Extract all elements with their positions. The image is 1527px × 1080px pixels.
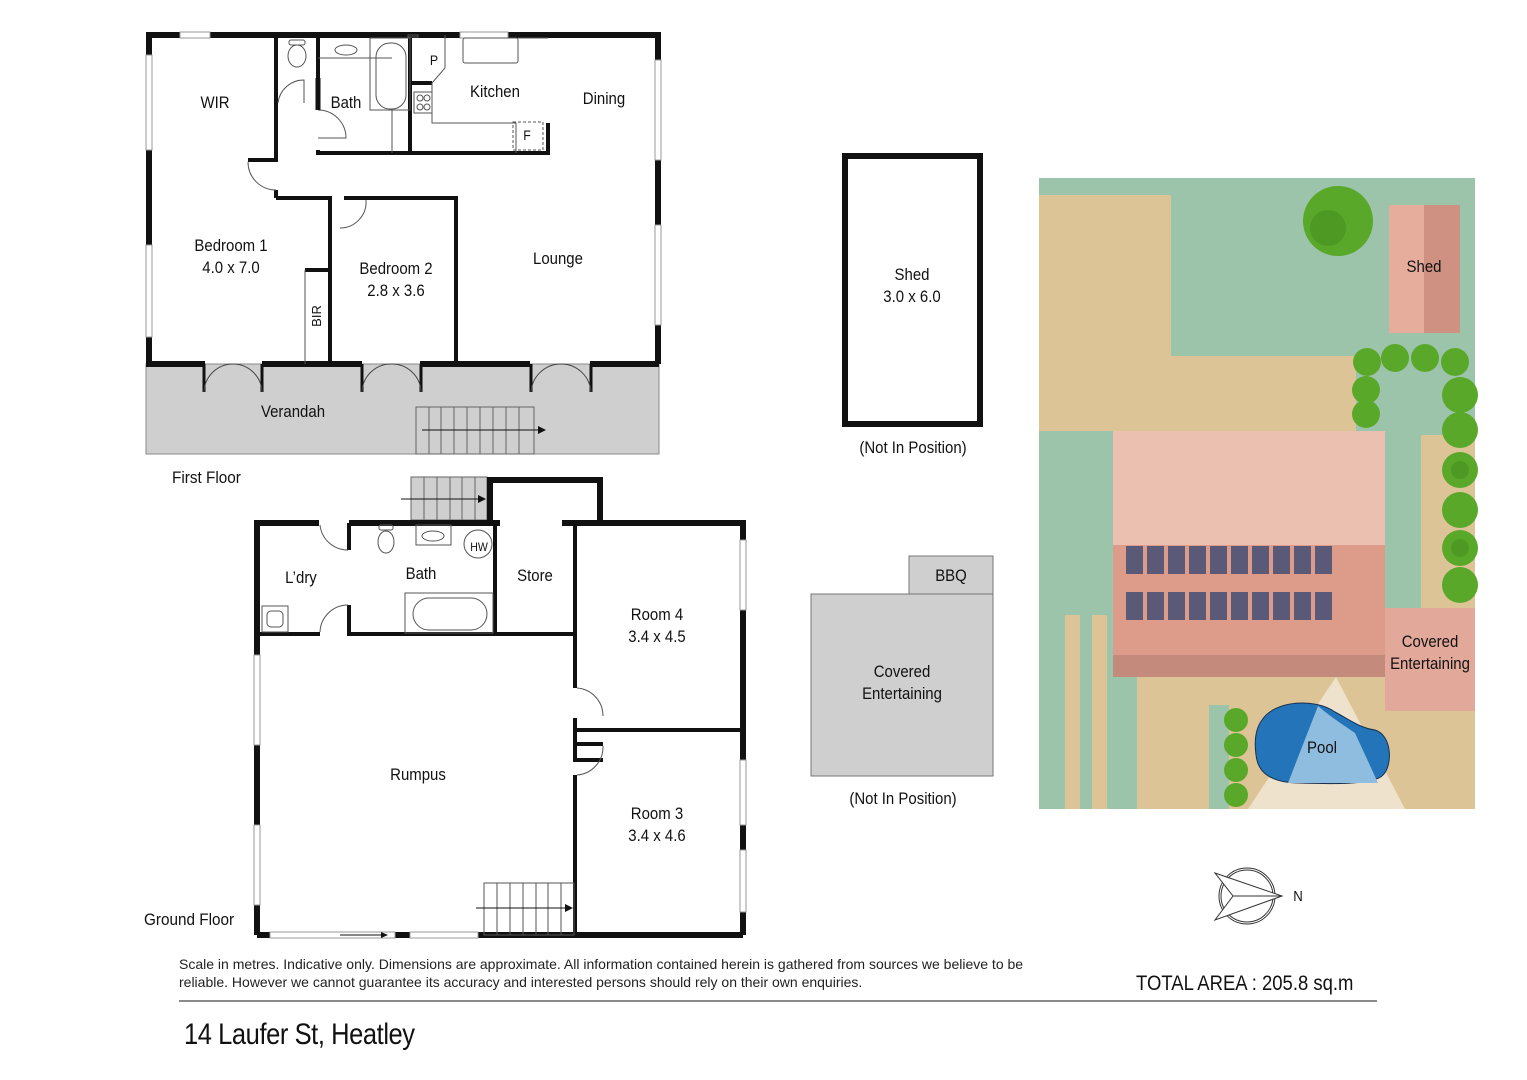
room-label-laundry: L’dry — [285, 568, 317, 587]
room-label-lounge: Lounge — [533, 249, 583, 268]
fridge-label: F — [523, 127, 531, 143]
covered-entertaining-label: Covered Entertaining — [862, 662, 942, 703]
room-label-room-3: Room 3 3.4 x 4.6 — [628, 804, 686, 845]
ground-floor-caption: Ground Floor — [144, 910, 235, 929]
total-area-label: TOTAL AREA : — [1136, 972, 1257, 995]
site-shed-label: Shed — [1406, 257, 1442, 276]
room-label-bath-first-floor: Bath — [330, 93, 362, 112]
compass-icon — [1213, 867, 1284, 925]
ground-floor-plan — [253, 476, 747, 939]
room-label-pantry: P — [429, 52, 439, 68]
site-pool-label: Pool — [1307, 738, 1337, 757]
shed-outline — [842, 153, 983, 427]
room-label-bir: BIR — [309, 305, 324, 327]
first-floor-caption: First Floor — [172, 468, 241, 487]
compass-north-label: N — [1293, 888, 1303, 905]
total-area-unit: sq.m — [1313, 972, 1354, 995]
divider — [179, 1000, 1377, 1002]
total-area: TOTAL AREA : 205.8 sq.m — [1136, 972, 1353, 996]
shed-label: Shed 3.0 x 6.0 — [883, 265, 941, 306]
site-plan — [1039, 178, 1478, 809]
room-label-dining: Dining — [582, 89, 626, 108]
room-label-kitchen: Kitchen — [470, 82, 520, 101]
hot-water-label: HW — [470, 540, 488, 554]
site-covered-entertaining-label: Covered Entertaining — [1390, 632, 1470, 673]
shed-not-in-position-note: (Not In Position) — [859, 438, 967, 457]
total-area-value: 205.8 — [1262, 972, 1309, 995]
bbq-label: BBQ — [935, 566, 967, 585]
disclaimer-text: Scale in metres. Indicative only. Dimens… — [179, 956, 1024, 990]
room-label-bedroom-2: Bedroom 2 2.8 x 3.6 — [359, 259, 433, 300]
room-label-rumpus: Rumpus — [390, 765, 446, 784]
room-label-bedroom-1: Bedroom 1 4.0 x 7.0 — [194, 236, 268, 277]
covered-not-in-position-note: (Not In Position) — [849, 789, 957, 808]
property-address: 14 Laufer St, Heatley — [184, 1018, 415, 1051]
room-label-verandah: Verandah — [260, 402, 326, 421]
room-label-wir: WIR — [200, 93, 230, 112]
room-label-store: Store — [517, 566, 553, 585]
room-label-room-4: Room 4 3.4 x 4.5 — [628, 605, 686, 646]
first-floor-plan — [145, 31, 662, 455]
room-label-bath-ground-floor: Bath — [405, 564, 437, 583]
